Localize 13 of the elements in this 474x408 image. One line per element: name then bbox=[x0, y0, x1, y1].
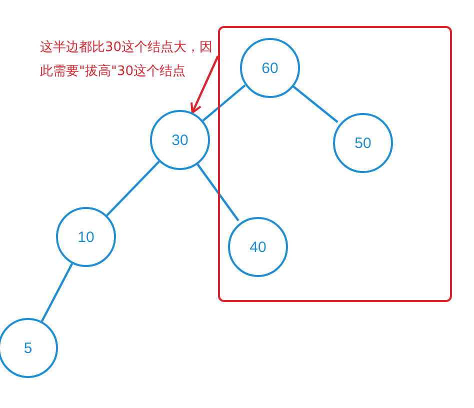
highlight-frame bbox=[218, 26, 452, 302]
arrow bbox=[190, 56, 219, 114]
tree-edge bbox=[106, 160, 160, 216]
tree-edge bbox=[290, 84, 338, 124]
tree-edge bbox=[40, 263, 74, 322]
annotation-text: 这半边都比30这个结点大，因此需要"拔高"30这个结点 bbox=[40, 36, 214, 84]
tree-edge bbox=[202, 84, 246, 122]
tree-node-circle: 30 bbox=[150, 110, 210, 170]
tree-node-circle: 40 bbox=[228, 217, 288, 277]
tree-node-circle: 5 bbox=[0, 318, 58, 378]
tree-node-circle: 50 bbox=[333, 113, 393, 173]
tree-node-circle: 60 bbox=[240, 38, 300, 98]
tree-node-circle: 10 bbox=[56, 207, 116, 267]
